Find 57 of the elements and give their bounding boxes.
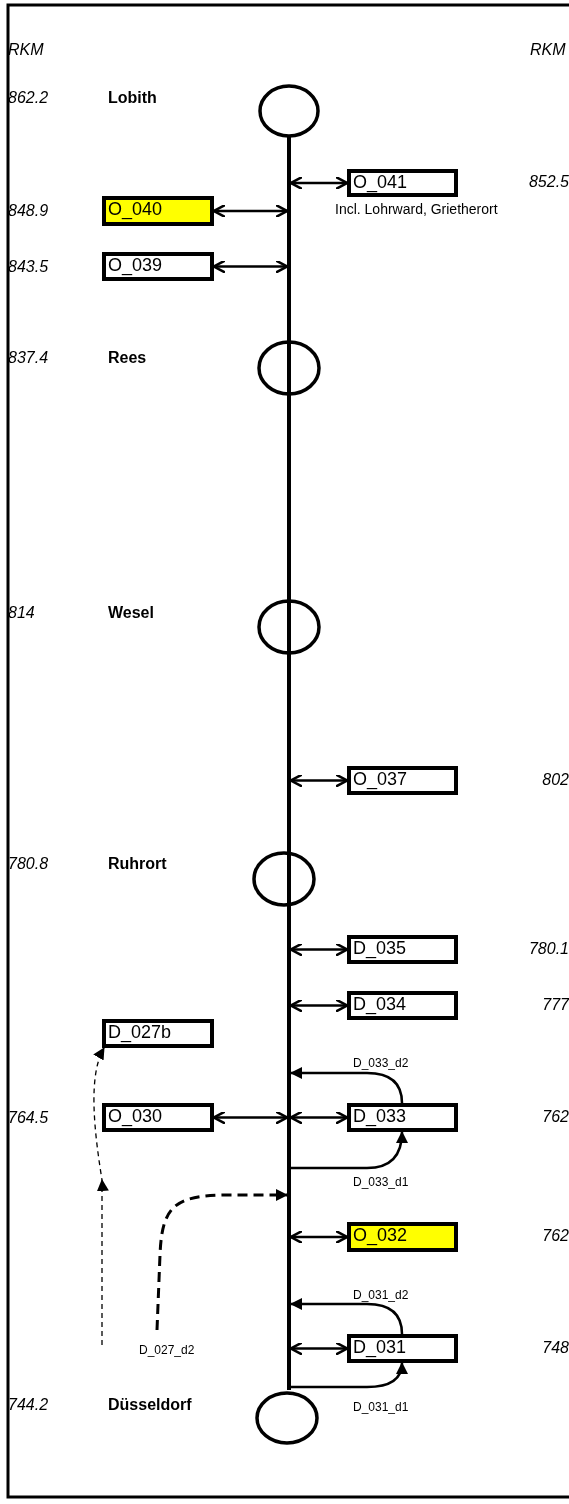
station-box: O_041 xyxy=(347,169,458,197)
river-km: 843.5 xyxy=(8,257,49,276)
city-name: Wesel xyxy=(108,604,154,622)
arrow xyxy=(289,1341,349,1356)
station-box: O_039 xyxy=(102,252,214,281)
river-km: 837.4 xyxy=(8,349,49,367)
river-km: 848.9 xyxy=(8,202,49,220)
river-km: 762 xyxy=(542,1227,569,1245)
city-circle xyxy=(255,1391,319,1445)
arrow xyxy=(289,773,349,788)
arrow xyxy=(291,1362,408,1389)
arrow xyxy=(290,1298,404,1335)
note-text: Incl. Lohrward, Grietherort xyxy=(335,201,498,217)
edge-label: D_027_d2 xyxy=(138,1343,196,1357)
station-box: D_035 xyxy=(347,935,458,964)
river-km: 748 xyxy=(542,1339,569,1357)
arrow xyxy=(93,1047,109,1346)
river-km: 744.2 xyxy=(8,1396,49,1414)
station-box: D_031 xyxy=(347,1334,458,1363)
city-circle xyxy=(257,340,321,396)
city-name: Düsseldorf xyxy=(108,1396,192,1414)
station-box: D_034 xyxy=(347,991,458,1020)
edge-label: D_031_d2 xyxy=(352,1288,410,1302)
city-name: Ruhrort xyxy=(108,855,167,873)
river-km: 780.1 xyxy=(528,940,569,958)
city-circle xyxy=(258,84,320,138)
river-km: 852.5 xyxy=(528,173,569,191)
station-box: D_027b xyxy=(102,1019,214,1048)
station-box: O_032 xyxy=(347,1222,458,1252)
city-name: Lobith xyxy=(108,89,157,107)
arrow xyxy=(289,1229,349,1245)
river-km: 762 xyxy=(542,1108,569,1126)
edge-label: D_031_d1 xyxy=(352,1400,410,1414)
river-km: 764.5 xyxy=(8,1108,49,1127)
edge-label: D_033_d2 xyxy=(352,1056,410,1070)
city-circle xyxy=(252,851,316,907)
column-heading: RKM xyxy=(8,41,44,59)
river-km: 862.2 xyxy=(8,89,49,107)
column-heading: RKM xyxy=(530,41,566,59)
arrow xyxy=(290,1067,404,1104)
arrow xyxy=(289,1110,349,1125)
arrow xyxy=(291,1131,408,1170)
river-km: 802 xyxy=(542,771,569,789)
river-km: 780.8 xyxy=(8,855,49,873)
arrow xyxy=(289,942,349,957)
city-name: Rees xyxy=(108,349,147,367)
station-box: O_037 xyxy=(347,766,458,795)
river-km: 777 xyxy=(542,996,569,1014)
edge-label: D_033_d1 xyxy=(352,1175,410,1189)
arrow xyxy=(289,998,349,1013)
station-box: O_030 xyxy=(102,1103,214,1132)
arrow xyxy=(155,1189,288,1331)
station-box: D_033 xyxy=(347,1103,458,1132)
station-box: O_040 xyxy=(102,196,214,226)
arrow xyxy=(289,175,349,191)
river-km: 814 xyxy=(8,604,35,622)
city-circle xyxy=(257,599,321,655)
